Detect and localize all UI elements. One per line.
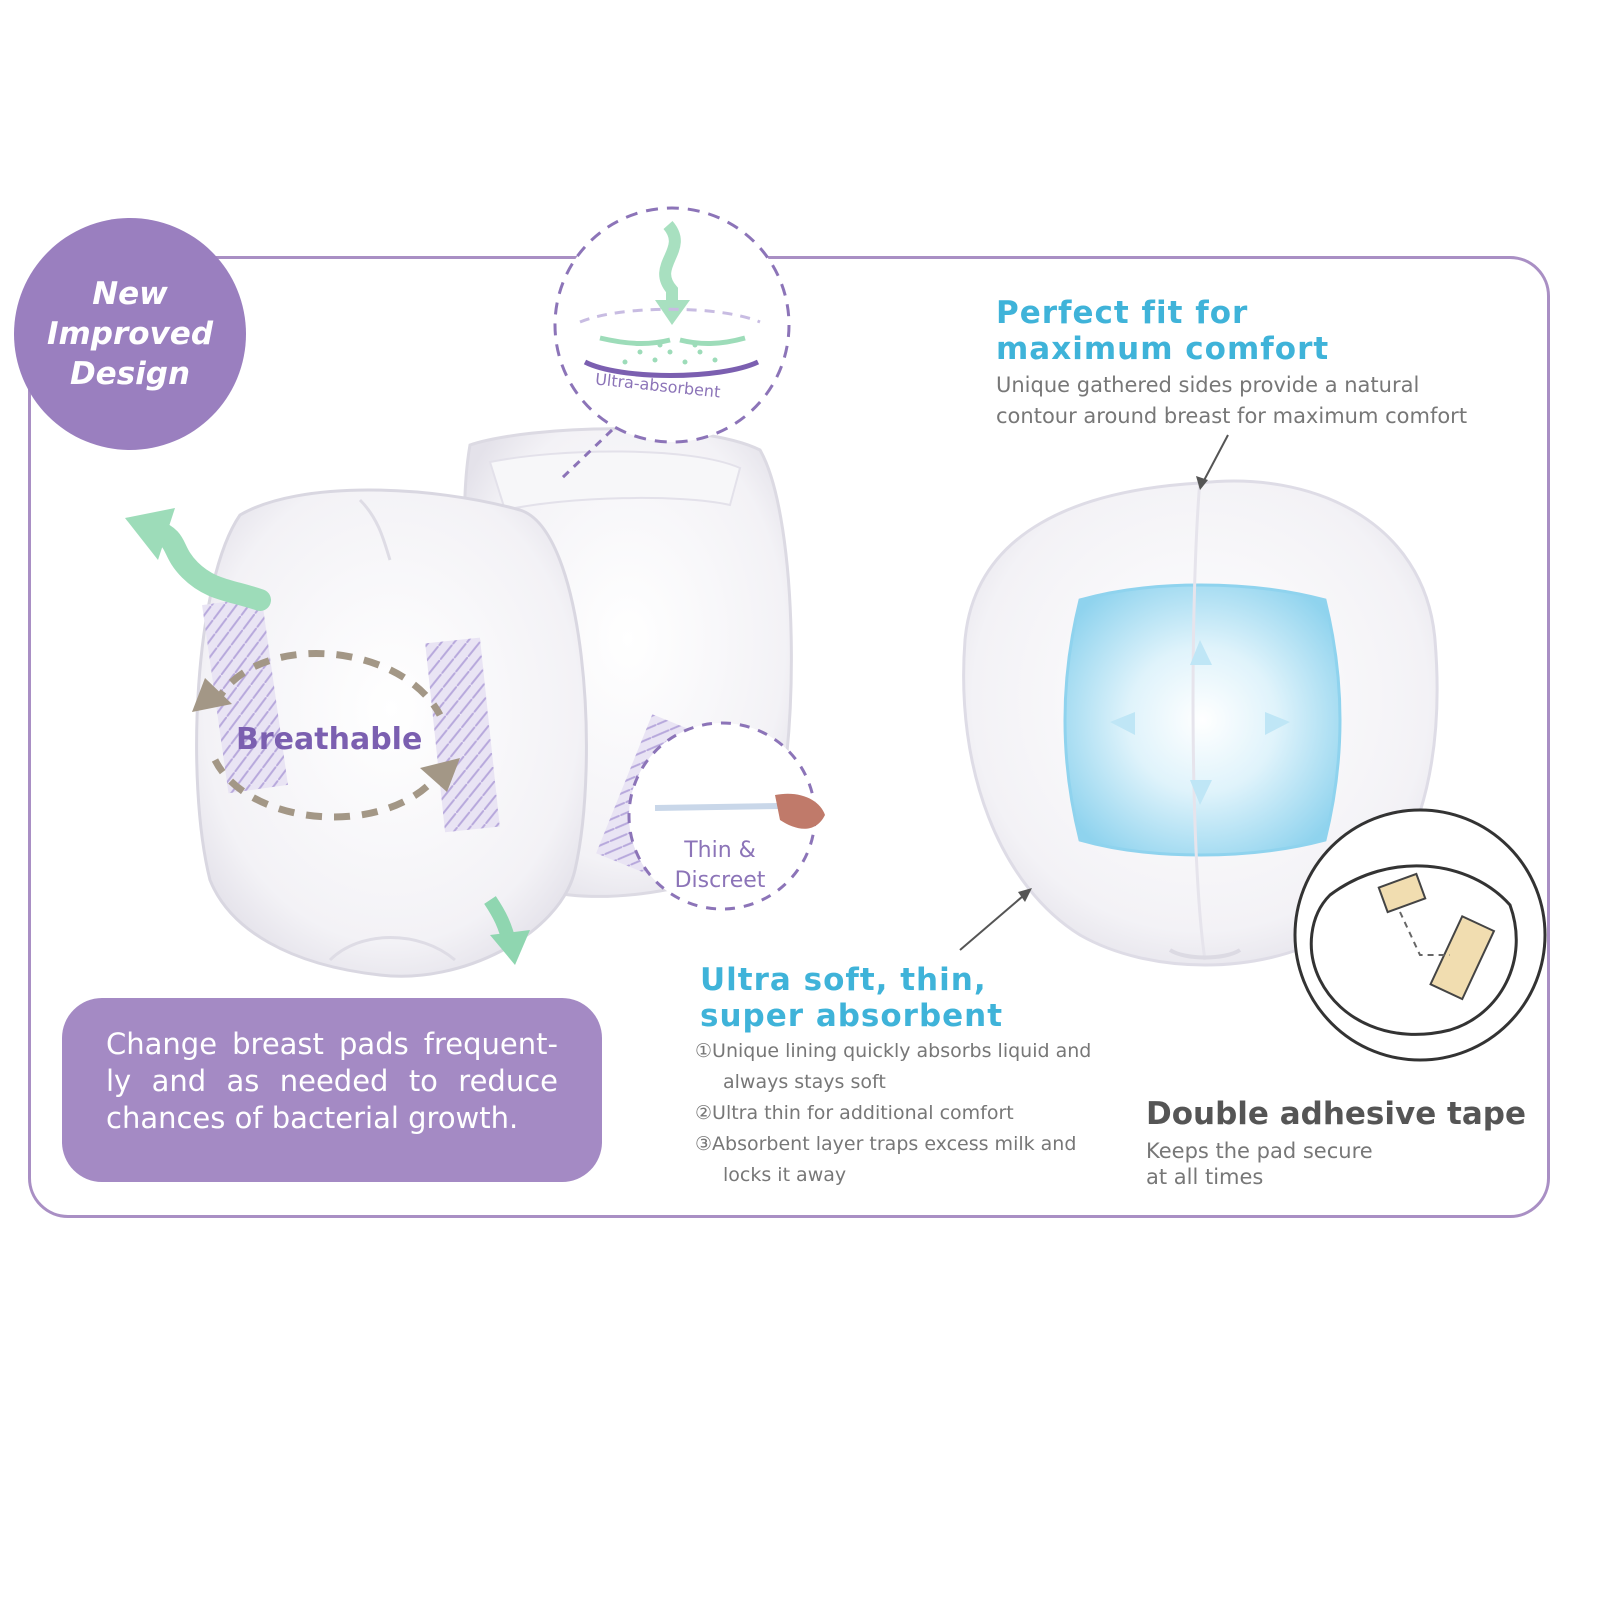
perfect-fit-heading: Perfect fit for maximum comfort [996,295,1416,367]
breathable-label: Breathable [236,722,423,757]
badge-line: Design [69,356,191,392]
breathable-cycle-icon [192,650,460,821]
adhesive-tape-inset [1293,808,1547,1062]
heading-line: Perfect fit for [996,295,1249,331]
adhesive-tape-description: Keeps the pad secure at all times [1146,1138,1406,1190]
description-line: contour around breast for maximum comfor… [996,404,1468,428]
thin-label-line: Discreet [674,868,766,893]
ultra-soft-heading: Ultra soft, thin, super absorbent [700,962,1060,1034]
ultra-absorbent-callout [553,206,791,482]
perfect-fit-description: Unique gathered sides provide a natural … [996,370,1536,432]
thin-label-line: Thin & [684,838,756,863]
feature-list: ①Unique lining quickly absorbs liquid an… [695,1036,1115,1191]
thin-discreet-callout [627,721,825,911]
content-frame [28,256,1550,1218]
thin-discreet-label: Thin & Discreet [670,836,770,896]
list-item: ①Unique lining quickly absorbs liquid an… [695,1040,1092,1093]
description-line: at all times [1146,1165,1264,1189]
heading-line: super absorbent [700,998,1004,1034]
front-pad [195,488,588,978]
adhesive-tape [202,596,288,794]
hygiene-notice: Change breast pads frequent-ly and as ne… [62,998,602,1182]
heading-line: Ultra soft, thin, [700,962,987,998]
description-line: Unique gathered sides provide a natural [996,373,1420,397]
new-design-badge: New Improved Design [14,218,246,450]
heading-line: maximum comfort [996,331,1330,367]
badge-line: New [92,276,168,312]
description-line: Keeps the pad secure [1146,1139,1373,1163]
airflow-arrow-icon [125,508,530,965]
large-pad [962,479,1439,967]
badge-line: Improved [46,316,214,352]
adhesive-tape-heading: Double adhesive tape [1146,1096,1526,1132]
list-item: ②Ultra thin for additional comfort [695,1102,1014,1124]
pointer-line [959,889,1031,951]
list-item: ③Absorbent layer traps excess milk and l… [695,1133,1077,1186]
